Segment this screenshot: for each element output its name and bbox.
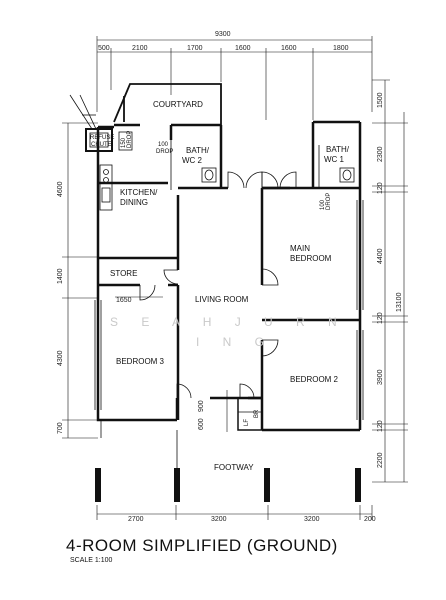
footway-edges [100, 420, 178, 468]
dim-bottom-3: 200 [364, 516, 376, 523]
columns [95, 468, 361, 502]
dimension-lines [62, 36, 408, 520]
dim-left-3: 700 [57, 422, 64, 434]
plan-title: 4-ROOM SIMPLIFIED (GROUND) [66, 536, 338, 555]
dim-top-total: 9300 [215, 31, 231, 38]
label-bedroom3: BEDROOM 3 [116, 357, 165, 366]
dim-left-1: 1400 [57, 268, 64, 284]
label-main-bedroom-b: BEDROOM [290, 254, 332, 263]
dim-right-total: 13100 [396, 292, 403, 312]
courtyard-outline [113, 83, 222, 125]
label-bath1: BATH/ [326, 145, 350, 154]
label-living: LIVING ROOM [195, 295, 249, 304]
label-drop-150: 150 [121, 137, 127, 148]
label-bedroom2: BEDROOM 2 [290, 375, 339, 384]
label-main-bedroom: MAIN [290, 244, 310, 253]
dim-top-3: 1600 [235, 45, 251, 52]
refuse-chute [69, 94, 113, 152]
door-swings [139, 171, 297, 399]
label-bath2: BATH/ [186, 146, 210, 155]
label-drop-150-b: DROP [127, 131, 133, 148]
windows [94, 200, 364, 420]
dim-inner-1: 900 [198, 400, 205, 412]
watermark-line-1: S E A H J U R N [110, 315, 347, 329]
dim-bottom-0: 2700 [128, 516, 144, 523]
kitchen-counter [99, 164, 113, 211]
label-drop-100a-b: DROP [156, 149, 173, 155]
dim-right-0: 1500 [377, 92, 384, 108]
label-bath1-b: WC 1 [324, 155, 345, 164]
dim-right-3: 4400 [377, 248, 384, 264]
dim-right-7: 2200 [377, 452, 384, 468]
watermark-line-2: I N G [196, 335, 274, 349]
label-kitchen-b: DINING [120, 198, 148, 207]
label-kitchen: KITCHEN/ [120, 188, 158, 197]
label-refuse: REFUSE [90, 135, 114, 141]
label-drop-100b-b: DROP [326, 193, 332, 210]
label-courtyard: COURTYARD [153, 100, 203, 109]
label-lf: LF [244, 419, 250, 426]
dim-right-1: 2300 [377, 146, 384, 162]
dim-right-5: 3900 [377, 369, 384, 385]
dim-bottom-2: 3200 [304, 516, 320, 523]
dim-top-2: 1700 [187, 45, 203, 52]
label-br: BR [254, 409, 260, 418]
dim-right-2: 120 [377, 182, 384, 194]
dim-left-0: 4600 [57, 181, 64, 197]
label-footway: FOOTWAY [214, 463, 254, 472]
dim-top-5: 1800 [333, 45, 349, 52]
dim-bottom-1: 3200 [211, 516, 227, 523]
label-store: STORE [110, 269, 137, 278]
dim-top-1: 2100 [132, 45, 148, 52]
label-drop-100a: 100 [158, 142, 169, 148]
dim-right-4: 120 [377, 312, 384, 324]
label-refuse-b: CHUTE [91, 142, 112, 148]
dim-top-0: 500 [98, 45, 110, 52]
dim-right-6: 120 [377, 420, 384, 432]
dim-inner-2: 600 [198, 418, 205, 430]
dim-top-4: 1600 [281, 45, 297, 52]
bath-fixtures [118, 131, 355, 190]
plan-scale: SCALE 1:100 [70, 557, 113, 564]
dim-left-2: 4300 [57, 350, 64, 366]
dim-inner-0: 1650 [116, 297, 132, 304]
household-shelter [237, 397, 263, 431]
label-drop-100b: 100 [320, 199, 326, 210]
label-bath2-b: WC 2 [182, 156, 203, 165]
